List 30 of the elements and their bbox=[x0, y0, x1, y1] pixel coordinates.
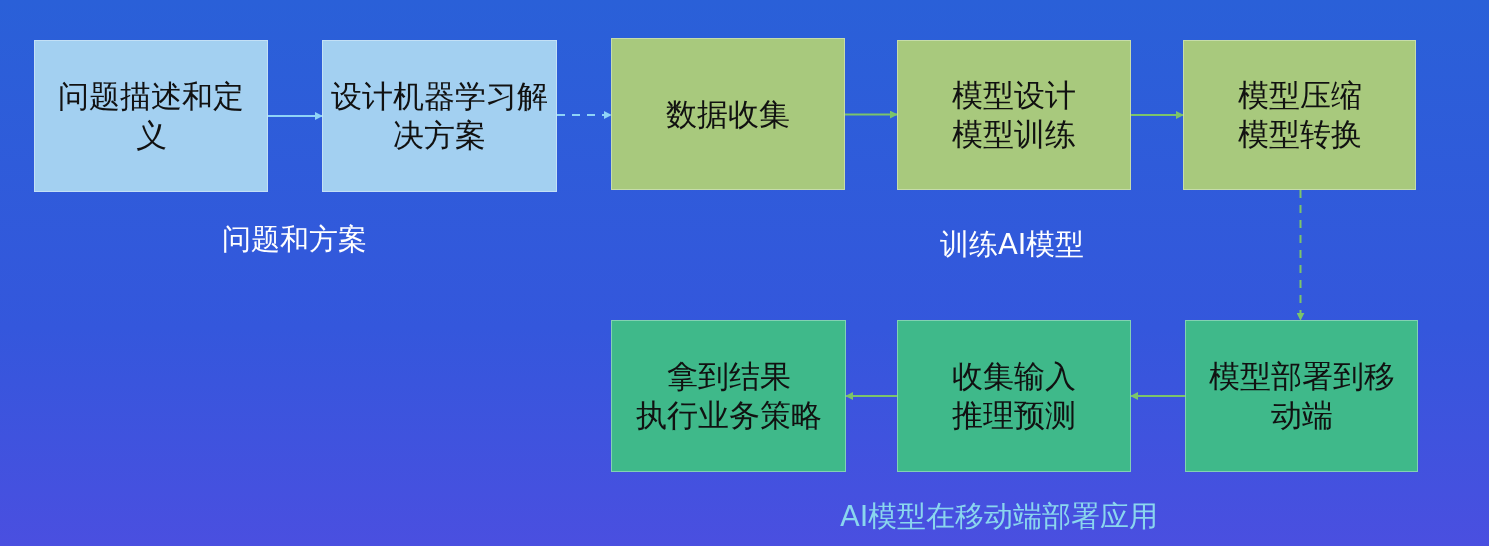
arrow bbox=[1130, 392, 1186, 400]
arrow bbox=[845, 392, 898, 400]
arrow bbox=[556, 111, 612, 119]
box-label: 问题描述和定义 bbox=[57, 77, 245, 155]
arrow bbox=[844, 110, 898, 119]
process-box bbox=[1185, 320, 1418, 472]
arrow bbox=[267, 112, 323, 120]
process-box bbox=[34, 40, 268, 192]
process-box bbox=[897, 40, 1131, 190]
arrow bbox=[1130, 111, 1184, 119]
box-label: 执行业务策略 bbox=[634, 396, 823, 435]
box-label: 拿到结果 bbox=[665, 357, 792, 396]
box-label: 推理预测 bbox=[951, 396, 1077, 435]
section-label: 训练AI模型 bbox=[940, 226, 1085, 263]
box-label: 模型部署到移动端 bbox=[1207, 357, 1396, 435]
box-label: 收集输入 bbox=[951, 357, 1077, 396]
process-box bbox=[1183, 40, 1416, 190]
box-label: 模型训练 bbox=[951, 115, 1077, 154]
box-label: 设计机器学习解决方案 bbox=[330, 77, 549, 155]
box-label: 模型转换 bbox=[1236, 115, 1363, 154]
process-box bbox=[611, 38, 845, 190]
arrow bbox=[1296, 189, 1305, 321]
section-label: AI模型在移动端部署应用 bbox=[840, 498, 1159, 535]
box-label: 模型压缩 bbox=[1236, 76, 1363, 115]
section-label: 问题和方案 bbox=[222, 221, 367, 258]
process-box bbox=[322, 40, 557, 192]
box-label: 数据收集 bbox=[665, 94, 791, 134]
box-label: 模型设计 bbox=[951, 76, 1077, 115]
process-box bbox=[611, 320, 846, 472]
process-box bbox=[897, 320, 1131, 472]
